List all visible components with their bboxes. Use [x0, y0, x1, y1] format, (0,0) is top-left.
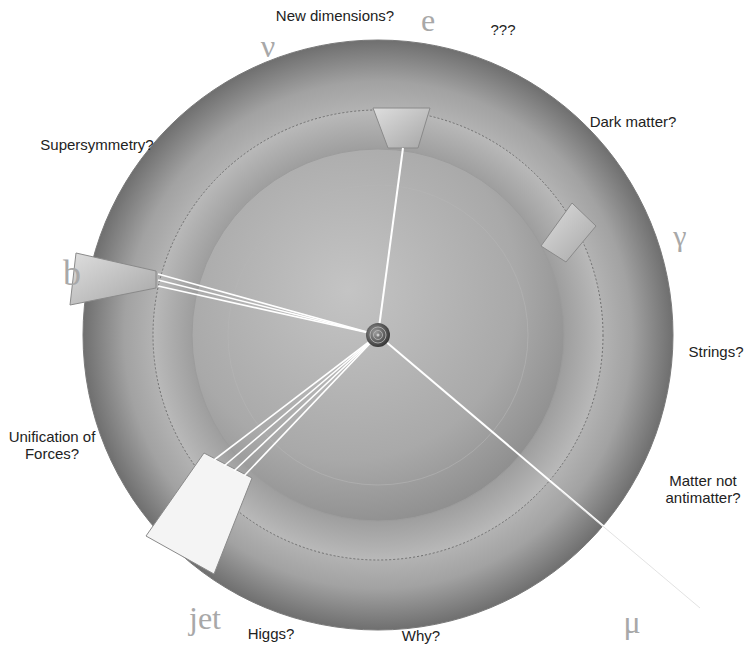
question-label: Unification of Forces?: [5, 428, 100, 463]
question-label: ???: [490, 21, 515, 38]
question-label: Dark matter?: [590, 113, 677, 130]
question-label: Strings?: [688, 343, 743, 360]
particle-symbol: μ: [623, 604, 640, 641]
question-label: Higgs?: [248, 625, 295, 642]
question-label: Supersymmetry?: [40, 136, 153, 153]
particle-symbol: e: [421, 2, 435, 39]
question-label: Matter not antimatter?: [658, 472, 748, 507]
particle-symbol: jet: [189, 600, 221, 637]
question-label: Why?: [402, 627, 440, 644]
particle-symbol: γ: [673, 219, 686, 254]
particle-symbol: b: [63, 253, 81, 294]
question-label: New dimensions?: [276, 7, 394, 24]
particle-symbol: ν: [261, 28, 275, 65]
